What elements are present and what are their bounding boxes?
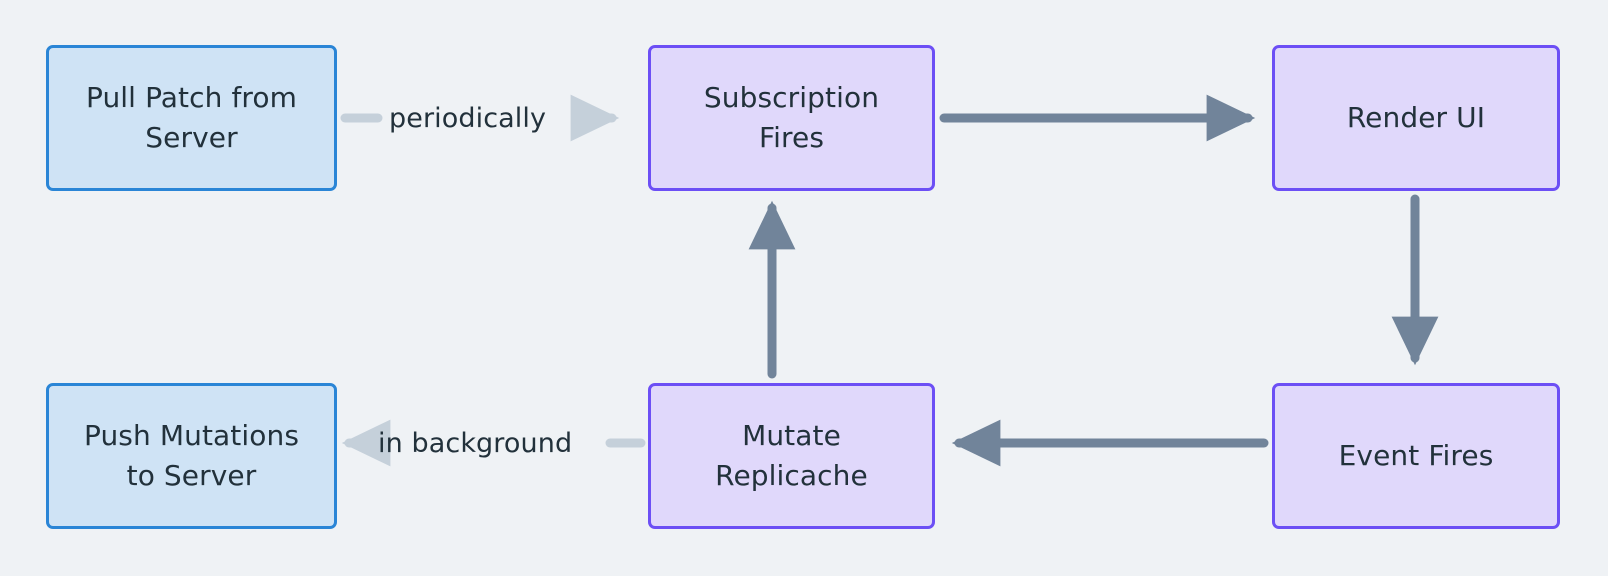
node-label: Pull Patch from Server bbox=[85, 81, 298, 154]
node-event-fires[interactable]: Event Fires bbox=[1272, 383, 1560, 529]
node-label: Subscription Fires bbox=[703, 81, 880, 154]
node-label: Push Mutations to Server bbox=[83, 419, 300, 492]
node-render-ui[interactable]: Render UI bbox=[1272, 45, 1560, 191]
edge-label-periodically: periodically bbox=[389, 103, 547, 134]
node-subscription-fires[interactable]: Subscription Fires bbox=[648, 45, 935, 191]
node-label: Event Fires bbox=[1338, 439, 1494, 473]
node-label: Mutate Replicache bbox=[715, 419, 868, 492]
node-label: Render UI bbox=[1346, 101, 1486, 135]
node-pull-patch-from-server[interactable]: Pull Patch from Server bbox=[46, 45, 337, 191]
edge-label-in-background: in background bbox=[378, 428, 573, 459]
node-mutate-replicache[interactable]: Mutate Replicache bbox=[648, 383, 935, 529]
node-push-mutations-to-server[interactable]: Push Mutations to Server bbox=[46, 383, 337, 529]
